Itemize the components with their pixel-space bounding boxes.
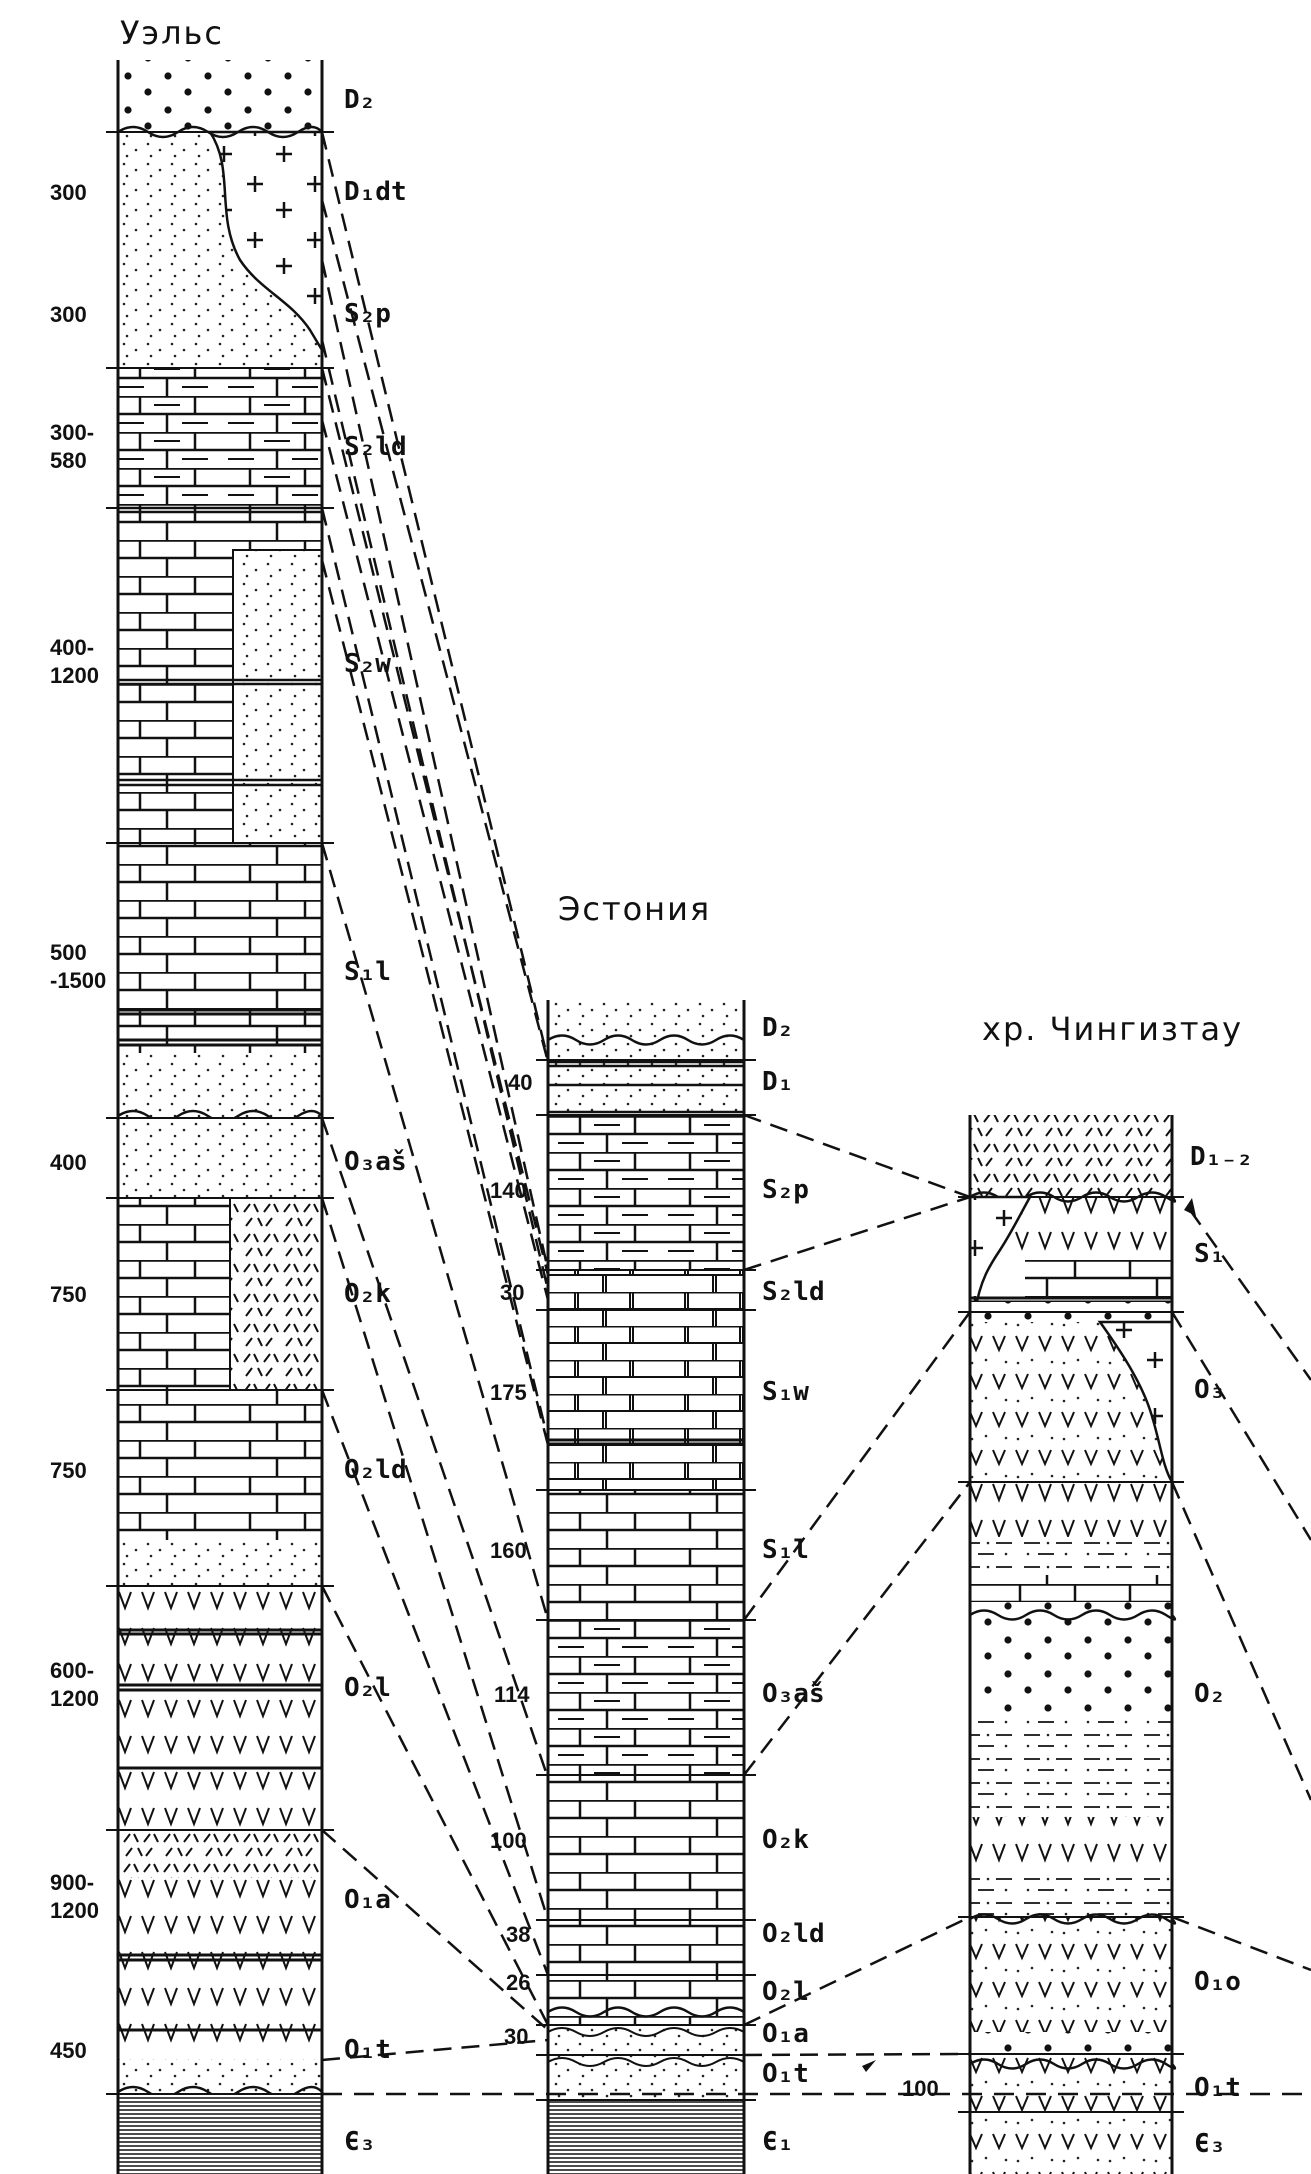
column-chingiztau: хр. Чингизтау [902, 1010, 1253, 2174]
column-wales-fill [116, 60, 324, 2174]
unit-label: O₁a [344, 1885, 391, 1915]
column-title-chingiztau: хр. Чингизтау [982, 1010, 1243, 1048]
unit-label: O₁t [762, 2059, 809, 2089]
thickness-label-line: 300- [50, 420, 94, 445]
thickness-label-line: 1200 [50, 1898, 99, 1923]
column-estonia-fill [546, 1000, 746, 2174]
unit-label: O₂ld [762, 1919, 825, 1949]
thickness-label-line: 600- [50, 1658, 94, 1683]
unit-label: O₁a [762, 2019, 809, 2049]
thickness-label: 300 [50, 180, 87, 205]
column-estonia-ticks [536, 1059, 756, 2101]
small-arrow-icon [862, 1198, 1196, 2072]
thickness-label: 750 [50, 1282, 87, 1307]
thickness-label-line: 580 [50, 448, 87, 473]
unit-label: O₁o [1194, 1967, 1241, 1997]
unit-label: D₁dt [344, 177, 407, 207]
correlation-lines [320, 131, 1311, 2096]
column-chingiztau-fill [968, 1115, 1177, 2174]
unit-label: S₁l [762, 1535, 809, 1565]
unit-label: D₁₋₂ [1190, 1142, 1253, 1172]
thickness-label: 160 [490, 1538, 527, 1563]
thickness-label: 600- 1200 [50, 1658, 99, 1711]
thickness-label: 100 [902, 2076, 939, 2101]
column-wales-ticks [106, 131, 334, 2095]
unit-label: O₂ld [344, 1455, 407, 1485]
unit-label: O₁t [344, 2035, 391, 2065]
thickness-label: 114 [494, 1682, 530, 1707]
unit-label: O₁t [1194, 2073, 1241, 2103]
unit-label: Є₃ [344, 2127, 375, 2157]
thickness-label: 140 [490, 1178, 527, 1203]
thickness-label: 40 [508, 1070, 532, 1095]
unit-label: S₂p [762, 1175, 809, 1205]
thickness-label: 900- 1200 [50, 1870, 99, 1923]
unit-label: O₂l [344, 1673, 391, 1703]
unit-label: Є₁ [762, 2127, 793, 2157]
column-title-wales: Уэльс [120, 14, 224, 52]
unit-label: S₁w [762, 1377, 809, 1407]
thickness-label: 175 [490, 1380, 527, 1405]
thickness-label: 38 [506, 1922, 530, 1947]
thickness-label: 300 [50, 302, 87, 327]
thickness-label: 26 [506, 1970, 530, 1995]
column-wales-labels: D₂ D₁dt S₂p S₂ld S₂w S₁l O₃aš O₂k O₂ld O… [50, 85, 407, 2157]
column-title-estonia: Эстония [558, 890, 711, 928]
unit-label: O₃aš [344, 1147, 407, 1177]
unit-label: O₂k [762, 1825, 809, 1855]
unit-label: Є₃ [1194, 2129, 1225, 2159]
column-chingiztau-ticks [958, 1196, 1184, 2113]
unit-label: S₁ [1194, 1239, 1225, 1269]
thickness-label: 400- 1200 [50, 635, 99, 688]
thickness-label: 30 [504, 2024, 528, 2049]
thickness-label: 450 [50, 2038, 87, 2063]
thickness-label: 300- 580 [50, 420, 94, 473]
unit-label: D₂ [344, 85, 375, 115]
column-chingiztau-labels: D₁₋₂ S₁ O₃ O₂ O₁o O₁t Є₃ 100 [902, 1142, 1253, 2159]
unit-label: D₁ [762, 1067, 793, 1097]
thickness-label-line: 900- [50, 1870, 94, 1895]
thickness-label: 400 [50, 1150, 87, 1175]
unit-label: O₂ [1194, 1679, 1225, 1709]
column-estonia: Эстония D₂ D₁ [490, 890, 825, 2174]
thickness-label: 500 -1500 [50, 940, 106, 993]
unit-label: O₂l [762, 1977, 809, 2007]
unit-label: D₂ [762, 1013, 793, 1043]
thickness-label-line: 400- [50, 635, 94, 660]
unit-label: S₁l [344, 957, 391, 987]
thickness-label-line: 500 [50, 940, 87, 965]
thickness-label: 750 [50, 1458, 87, 1483]
column-wales: Уэльс [50, 14, 407, 2174]
unit-label: S₂ld [762, 1277, 825, 1307]
thickness-label-line: 1200 [50, 663, 99, 688]
thickness-label-line: -1500 [50, 968, 106, 993]
thickness-label-line: 1200 [50, 1686, 99, 1711]
